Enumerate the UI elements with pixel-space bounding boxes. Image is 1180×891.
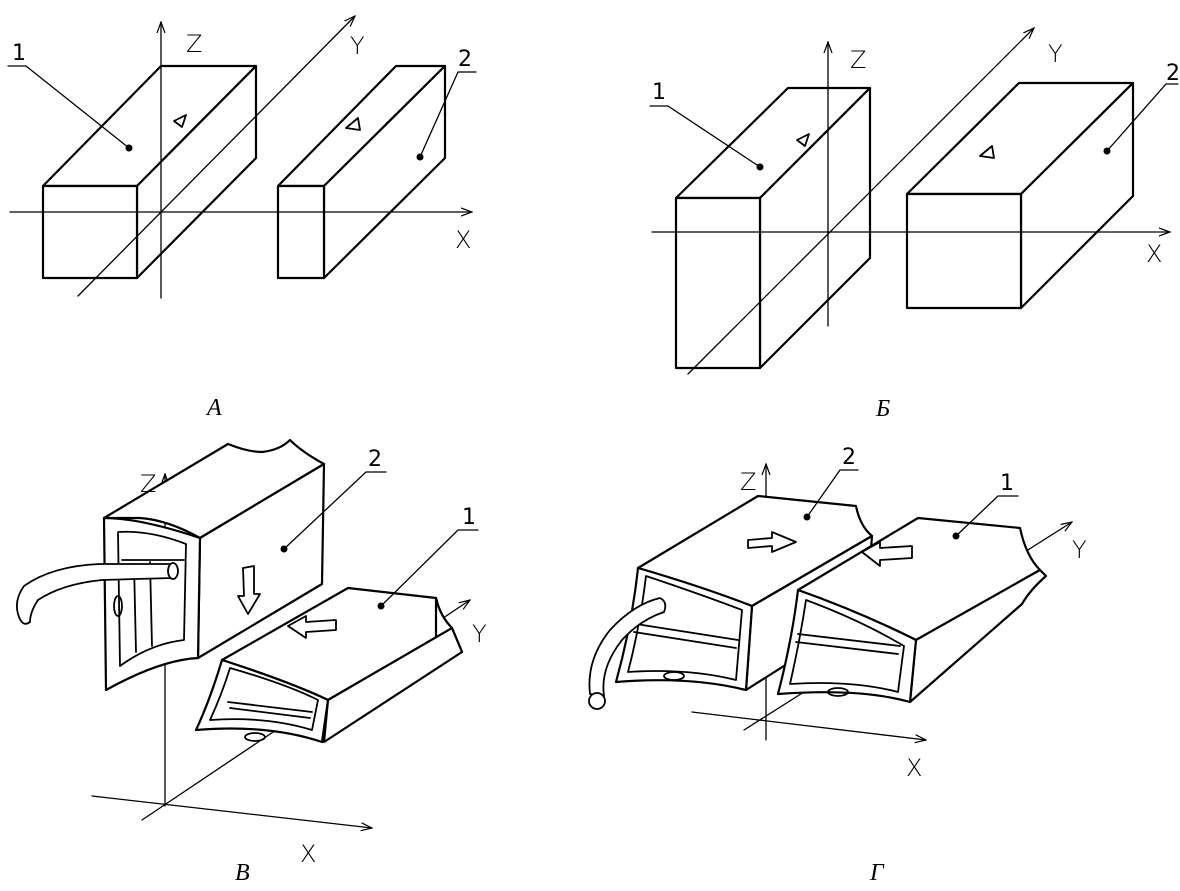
leader-line-1 xyxy=(955,495,1019,537)
leader-line-1 xyxy=(7,65,130,149)
panel-b: X Z Y 1 2 Б xyxy=(649,28,1180,422)
z-axis-label: Z xyxy=(850,46,866,74)
part-2 xyxy=(15,438,326,692)
x-axis-label: X xyxy=(1146,240,1162,268)
callout-2: 2 xyxy=(1166,61,1180,86)
callout-1: 1 xyxy=(1000,471,1014,496)
z-axis-label: Z xyxy=(140,470,156,498)
panel-label-b: Б xyxy=(875,396,890,422)
leader-line-1 xyxy=(380,529,479,607)
direction-mark-icon xyxy=(796,133,810,147)
panel-label-g: Г xyxy=(869,860,885,886)
y-axis xyxy=(687,28,1034,375)
block-2 xyxy=(276,64,447,280)
callout-2: 2 xyxy=(458,47,472,72)
mount-hole-icon xyxy=(663,671,685,681)
leader-line-2 xyxy=(283,471,387,550)
part-1 xyxy=(194,586,464,744)
block-2 xyxy=(905,81,1135,310)
block-1 xyxy=(674,86,872,370)
x-axis xyxy=(91,795,372,828)
left-arrow-icon xyxy=(861,541,913,567)
panel-v: X Z Y 2 1 В xyxy=(15,438,487,886)
cable xyxy=(588,597,667,697)
callout-1: 1 xyxy=(12,41,26,66)
y-axis-label: Y xyxy=(1072,536,1087,564)
callout-2: 2 xyxy=(842,445,856,470)
mount-hole-icon xyxy=(827,687,849,697)
mount-hole-icon xyxy=(244,732,266,742)
x-axis-label: X xyxy=(300,840,316,868)
z-axis-label: Z xyxy=(740,468,756,496)
leader-line-2 xyxy=(1106,83,1179,152)
z-axis-label: Z xyxy=(186,30,202,58)
callout-2: 2 xyxy=(368,447,382,472)
panel-g: X Z Y 2 1 Г xyxy=(588,445,1087,886)
down-arrow-icon xyxy=(237,565,261,615)
leader-line-2 xyxy=(806,469,859,518)
mount-hole-icon xyxy=(113,595,123,617)
left-arrow-icon xyxy=(287,615,337,639)
callout-1: 1 xyxy=(652,80,666,105)
direction-mark-icon xyxy=(979,145,995,159)
x-axis-label: X xyxy=(906,754,922,782)
y-axis xyxy=(77,16,355,297)
callout-1: 1 xyxy=(462,505,476,530)
x-axis-label: X xyxy=(455,226,471,254)
block-1 xyxy=(41,64,258,280)
y-axis-label: Y xyxy=(1048,40,1063,68)
leader-line-2 xyxy=(419,71,477,158)
right-arrow-icon xyxy=(747,531,797,553)
y-axis-label: Y xyxy=(472,620,487,648)
panel-a: X Z Y 1 2 А xyxy=(7,16,477,421)
panel-label-a: А xyxy=(205,395,222,421)
panel-label-v: В xyxy=(235,860,250,886)
leader-line-1 xyxy=(649,105,761,168)
x-axis xyxy=(691,711,926,740)
direction-mark-icon xyxy=(345,117,361,131)
direction-mark-icon xyxy=(173,114,187,128)
y-axis-label: Y xyxy=(350,32,365,60)
part-1 xyxy=(776,516,1048,704)
